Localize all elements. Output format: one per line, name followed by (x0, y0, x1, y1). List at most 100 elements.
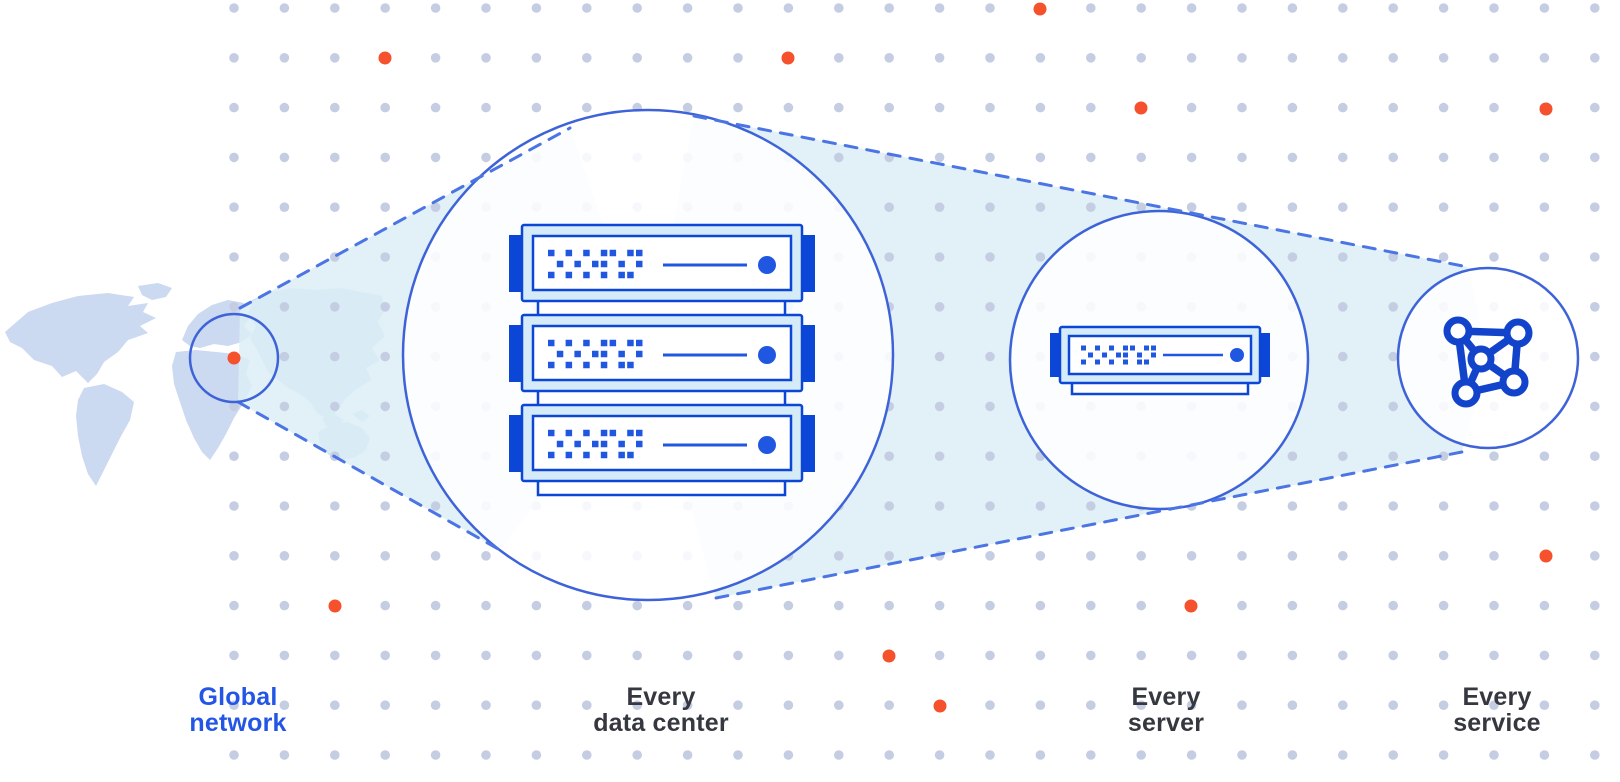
grid-dot (1438, 152, 1449, 163)
power-led (1230, 348, 1244, 362)
grid-dot (632, 600, 642, 611)
grid-dot (380, 501, 391, 511)
grid-dot (1388, 501, 1398, 511)
grid-dot (330, 53, 340, 63)
matrix-dot (600, 451, 608, 459)
grid-dot (1338, 152, 1348, 163)
grid-dot (229, 302, 239, 312)
grid-dot (1590, 102, 1600, 113)
grid-dot (884, 102, 894, 113)
matrix-dot (548, 249, 555, 257)
matrix-dot (592, 350, 599, 358)
grid-dot (783, 700, 794, 710)
grid-dot (934, 202, 945, 212)
grid-dot (1237, 3, 1247, 13)
grid-dot (1388, 700, 1398, 710)
label-line: Every (1462, 683, 1532, 711)
grid-dot (380, 3, 391, 13)
grid-dot (834, 750, 844, 760)
matrix-dot (1137, 359, 1142, 365)
mesh-network-icon (1443, 316, 1533, 408)
grid-dot (330, 650, 340, 661)
matrix-dot (583, 361, 590, 369)
grid-dot (1186, 750, 1197, 760)
matrix-dot (618, 260, 625, 268)
grid-dot (330, 3, 340, 13)
matrix-dot (1137, 352, 1142, 358)
grid-dot (1438, 202, 1449, 212)
grid-dot (1136, 650, 1146, 661)
grid-dot (229, 202, 239, 212)
grid-dot (1237, 700, 1247, 710)
grid-dot (1590, 302, 1600, 312)
grid-dot (884, 451, 894, 462)
grid-dot (1489, 102, 1499, 113)
server-tab-right (802, 235, 815, 292)
grid-dot (682, 600, 693, 611)
grid-dot (934, 152, 945, 163)
grid-dot (481, 700, 491, 710)
grid-dot (1338, 53, 1348, 63)
matrix-dot (583, 339, 590, 347)
grid-dot (884, 551, 894, 561)
grid-dot (934, 650, 945, 661)
grid-dot (985, 501, 995, 511)
grid-dot (1590, 53, 1600, 63)
matrix-dot (636, 440, 643, 448)
grid-dot (1338, 451, 1348, 462)
grid-dot (1338, 600, 1348, 611)
grid-dot (682, 53, 693, 63)
grid-dot (279, 650, 290, 661)
grid-dot (1086, 501, 1096, 511)
grid-dot (783, 750, 794, 760)
grid-dot (1338, 501, 1348, 511)
grid-dot (985, 401, 995, 412)
power-led (758, 436, 776, 454)
server-faceplate (531, 414, 793, 472)
grid-dot (1086, 551, 1096, 561)
grid-dot (1388, 750, 1398, 760)
grid-dot (1136, 551, 1146, 561)
grid-dot (1086, 53, 1096, 63)
grid-dot (1388, 3, 1398, 13)
matrix-dot (548, 361, 555, 369)
orange-dot (933, 699, 947, 713)
grid-dot (783, 3, 794, 13)
matrix-dot (618, 361, 625, 369)
grid-dot (531, 53, 542, 63)
matrix-dot (565, 339, 573, 347)
grid-dot (934, 750, 945, 760)
grid-dot (1136, 600, 1146, 611)
grid-dot (834, 152, 844, 163)
grid-dot (279, 700, 290, 710)
matrix-dot (583, 451, 590, 459)
server-tab-right (802, 325, 815, 382)
grid-dot (1086, 600, 1096, 611)
grid-dot (1438, 252, 1449, 262)
grid-dot (884, 252, 894, 262)
grid-dot (1590, 3, 1600, 13)
grid-dot (481, 750, 491, 760)
grid-dot (430, 152, 441, 163)
grid-dot (229, 700, 239, 710)
matrix-dot (618, 350, 625, 358)
grid-dot (380, 700, 391, 710)
matrix-dot (1095, 359, 1100, 365)
grid-dot (783, 650, 794, 661)
server-tab-right (1260, 333, 1270, 377)
grid-dot (1035, 650, 1046, 661)
orange-dot (328, 599, 342, 613)
orange-dot (1184, 599, 1198, 613)
zoom-dash-line (238, 126, 572, 310)
grid-dot (1086, 650, 1096, 661)
grid-dot (1086, 102, 1096, 113)
grid-dot (481, 152, 491, 163)
grid-dot (1590, 451, 1600, 462)
grid-dot (229, 600, 239, 611)
matrix-dot (1116, 352, 1121, 358)
grid-dot (1086, 202, 1096, 212)
grid-dot (1438, 3, 1449, 13)
grid-dot (1287, 451, 1298, 462)
grid-dot (229, 102, 239, 113)
